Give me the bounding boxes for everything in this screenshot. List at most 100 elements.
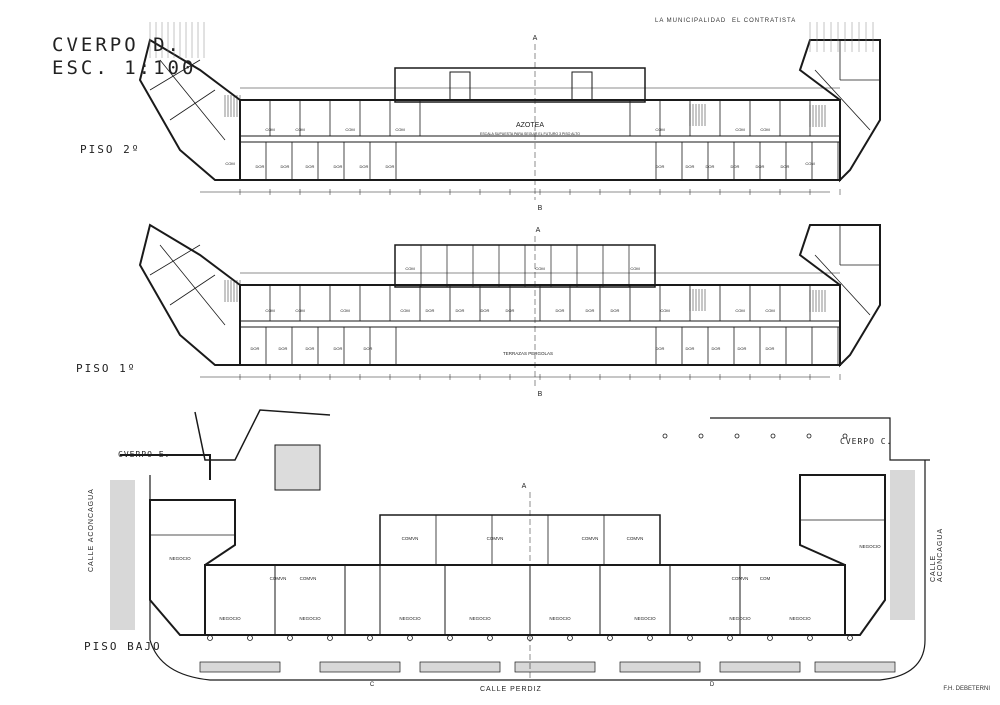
header-municipalidad: LA MUNICIPALIDAD bbox=[655, 18, 727, 24]
section-mark-a: A bbox=[536, 227, 541, 234]
terrazas-label: TERRAZAS PERGOLAS bbox=[503, 351, 553, 356]
room-label-comun: COMVN bbox=[487, 536, 504, 541]
room-label-negocio: NEGOCIO bbox=[169, 556, 191, 561]
room-label-dor: DOR bbox=[360, 164, 369, 169]
room-label-com: COM bbox=[735, 308, 744, 313]
wing-wall bbox=[149, 59, 201, 91]
room-label-com: COM bbox=[535, 266, 544, 271]
room-label-negocio: NEGOCIO bbox=[729, 616, 751, 621]
tree-marker bbox=[734, 433, 740, 439]
street-planter bbox=[719, 661, 801, 673]
wing-wall bbox=[149, 244, 201, 276]
street-planter bbox=[319, 661, 401, 673]
stair-core bbox=[449, 71, 471, 101]
room-label-com: COM bbox=[805, 161, 814, 166]
column bbox=[247, 635, 253, 641]
wing-wall bbox=[159, 59, 226, 141]
section-mark-c: C bbox=[370, 682, 375, 688]
sidewalk-planter bbox=[110, 480, 135, 630]
room-label-comun: COMVN bbox=[402, 536, 419, 541]
column bbox=[607, 635, 613, 641]
room-label-dor: DOR bbox=[686, 346, 695, 351]
calle-right-label: CALLE ACONCAGUA bbox=[930, 527, 944, 582]
room-label-dor: DOR bbox=[256, 164, 265, 169]
tree-marker bbox=[698, 433, 704, 439]
room-label-comun: COMVN bbox=[627, 536, 644, 541]
room-label-com: COM bbox=[400, 308, 409, 313]
room-label-dor: DOR bbox=[281, 164, 290, 169]
header-contratista: EL CONTRATISTA bbox=[732, 18, 797, 24]
room-label-dor: DOR bbox=[706, 164, 715, 169]
room-label-dor: DOR bbox=[334, 346, 343, 351]
garden-plot bbox=[274, 444, 321, 491]
calle-perdiz-label: CALLE PERDIZ bbox=[480, 686, 542, 693]
site-curb bbox=[149, 460, 926, 681]
room-label-dor: DOR bbox=[766, 346, 775, 351]
room-label-dor: DOR bbox=[656, 346, 665, 351]
room-label-com: COM bbox=[655, 127, 664, 132]
street-planter bbox=[814, 661, 896, 673]
column bbox=[687, 635, 693, 641]
room-label-com: COM bbox=[265, 127, 274, 132]
room-label-com: COM bbox=[630, 266, 639, 271]
room-label-dor: DOR bbox=[781, 164, 790, 169]
room-label-com: COM bbox=[295, 308, 304, 313]
room-label-dor: DOR bbox=[306, 346, 315, 351]
room-label-dor: DOR bbox=[556, 308, 565, 313]
room-label-dor: DOR bbox=[686, 164, 695, 169]
tree-marker bbox=[842, 433, 848, 439]
column bbox=[807, 635, 813, 641]
room-label-com: COM bbox=[760, 576, 771, 581]
room-label-dor: DOR bbox=[756, 164, 765, 169]
room-label-dor: DOR bbox=[738, 346, 747, 351]
wing-wall bbox=[159, 244, 226, 326]
room-label-dor: DOR bbox=[506, 308, 515, 313]
floor-label-piso1: PISO 1º bbox=[76, 362, 137, 375]
room-label-dor: DOR bbox=[251, 346, 260, 351]
room-label-dor: DOR bbox=[364, 346, 373, 351]
room-label-negocio: NEGOCIO bbox=[634, 616, 656, 621]
street-planter bbox=[514, 661, 596, 673]
column bbox=[447, 635, 453, 641]
room-label-com: COM bbox=[765, 308, 774, 313]
section-mark-a: A bbox=[522, 483, 527, 490]
room-label-negocio: NEGOCIO bbox=[859, 544, 881, 549]
section-mark-b: B bbox=[538, 391, 543, 398]
sidewalk-planter bbox=[890, 470, 915, 620]
column bbox=[207, 635, 213, 641]
room-label-dor: DOR bbox=[731, 164, 740, 169]
wing-wall bbox=[814, 254, 871, 316]
wing-wall bbox=[169, 89, 216, 121]
right-wing-outline bbox=[799, 474, 886, 636]
room-label-dor: DOR bbox=[586, 308, 595, 313]
signature: F.H. DEBETERNI bbox=[943, 686, 990, 692]
column bbox=[767, 635, 773, 641]
section-mark-d: D bbox=[710, 682, 715, 688]
column bbox=[487, 635, 493, 641]
street-planter bbox=[199, 661, 281, 673]
room-label-com: COM bbox=[405, 266, 414, 271]
stair-core bbox=[571, 71, 593, 101]
room-label-com: COM bbox=[295, 127, 304, 132]
sheet-scale: ESC. 1:100 bbox=[52, 57, 197, 79]
room-label-dor: DOR bbox=[656, 164, 665, 169]
room-label-dor: DOR bbox=[386, 164, 395, 169]
room-label-com: COM bbox=[345, 127, 354, 132]
floor-label-piso-bajo: PISO BAJO bbox=[84, 640, 162, 653]
room-label-dor: DOR bbox=[456, 308, 465, 313]
central-block-outline bbox=[379, 514, 661, 566]
tree-marker bbox=[770, 433, 776, 439]
room-label-comun: COMVN bbox=[732, 576, 749, 581]
room-label-negocio: NEGOCIO bbox=[399, 616, 421, 621]
room-label-dor: DOR bbox=[481, 308, 490, 313]
column bbox=[287, 635, 293, 641]
room-label-negocio: NEGOCIO bbox=[789, 616, 811, 621]
room-label-comun: COMVN bbox=[582, 536, 599, 541]
column bbox=[847, 635, 853, 641]
room-label-com: COM bbox=[735, 127, 744, 132]
column bbox=[727, 635, 733, 641]
street-planter bbox=[419, 661, 501, 673]
room-label-com: COM bbox=[760, 127, 769, 132]
